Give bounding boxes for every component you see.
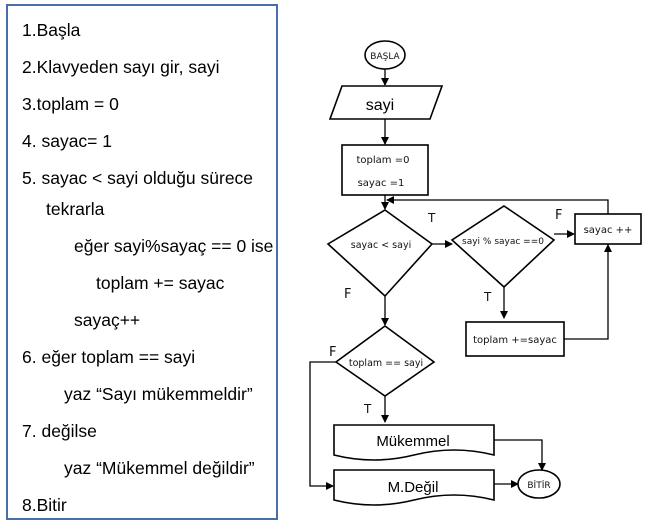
false-label: F [329,345,336,360]
algorithm-panel: 1.Başla 2.Klavyeden sayı gir, sayi 3.top… [6,4,278,520]
output-not-perfect-label: M.Değil [388,479,439,496]
increment-label: sayac ++ [584,225,633,236]
true-label: T [363,402,372,416]
algorithm-step: sayaç++ [74,310,141,330]
algorithm-step: 2.Klavyeden sayı gir, sayi [22,57,220,77]
connector [564,244,612,340]
algorithm-step: yaz “Mükemmel değildir” [64,458,255,478]
input-box: sayi [328,85,444,120]
perfect-condition: toplam == sayi [349,358,423,369]
algorithm-step: eğer sayi%sayaç == 0 ise [74,236,274,256]
true-label: T [483,290,492,304]
connector [494,439,546,471]
init-process: toplam =0 sayac =1 [341,144,429,196]
loop-decision: sayac < sayi [326,209,434,298]
false-label: F [555,208,562,223]
start-terminal: BAŞLA [364,40,406,70]
algorithm-step: yaz “Sayı mükemmeldir” [64,384,253,404]
algorithm-step: 3.toplam = 0 [22,94,119,114]
algorithm-step: 8.Bitir [22,495,67,515]
flowchart: BAŞLA sayi toplam =0 sayac =1 sayac < sa… [309,40,642,506]
true-label: T [427,211,436,225]
output-not-perfect: M.Değil [333,469,495,506]
loop-back-connector [386,196,609,214]
increment-process: sayac ++ [574,213,642,245]
algorithm-step: 1.Başla [22,20,81,40]
algorithm-step: 5. sayac < sayi olduğu sürece [22,168,254,188]
algorithm-step: 7. değilse [22,421,97,441]
start-label: BAŞLA [370,52,400,62]
input-label: sayi [366,97,394,114]
output-perfect-label: Mükemmel [376,433,449,450]
algorithm-step: toplam += sayac [96,273,225,293]
connector [309,361,336,490]
init-line-1: toplam =0 [357,155,410,166]
perfect-decision: toplam == sayi [334,325,436,397]
end-terminal: BİTİR [517,469,561,499]
add-process: toplam +=sayac [465,321,565,357]
loop-condition: sayac < sayi [351,240,411,251]
algorithm-step: tekrarla [46,199,105,219]
mod-decision: sayi % sayac ==0 [450,205,556,289]
mod-condition: sayi % sayac ==0 [462,237,544,247]
algorithm-step: 4. sayac= 1 [22,131,112,151]
algorithm-step: 6. eğer toplam == sayi [22,347,196,367]
output-perfect: Mükemmel [333,424,495,461]
init-line-2: sayac =1 [358,178,405,189]
end-label: BİTİR [527,480,550,491]
false-label: F [344,287,351,302]
add-label: toplam +=sayac [473,335,557,346]
